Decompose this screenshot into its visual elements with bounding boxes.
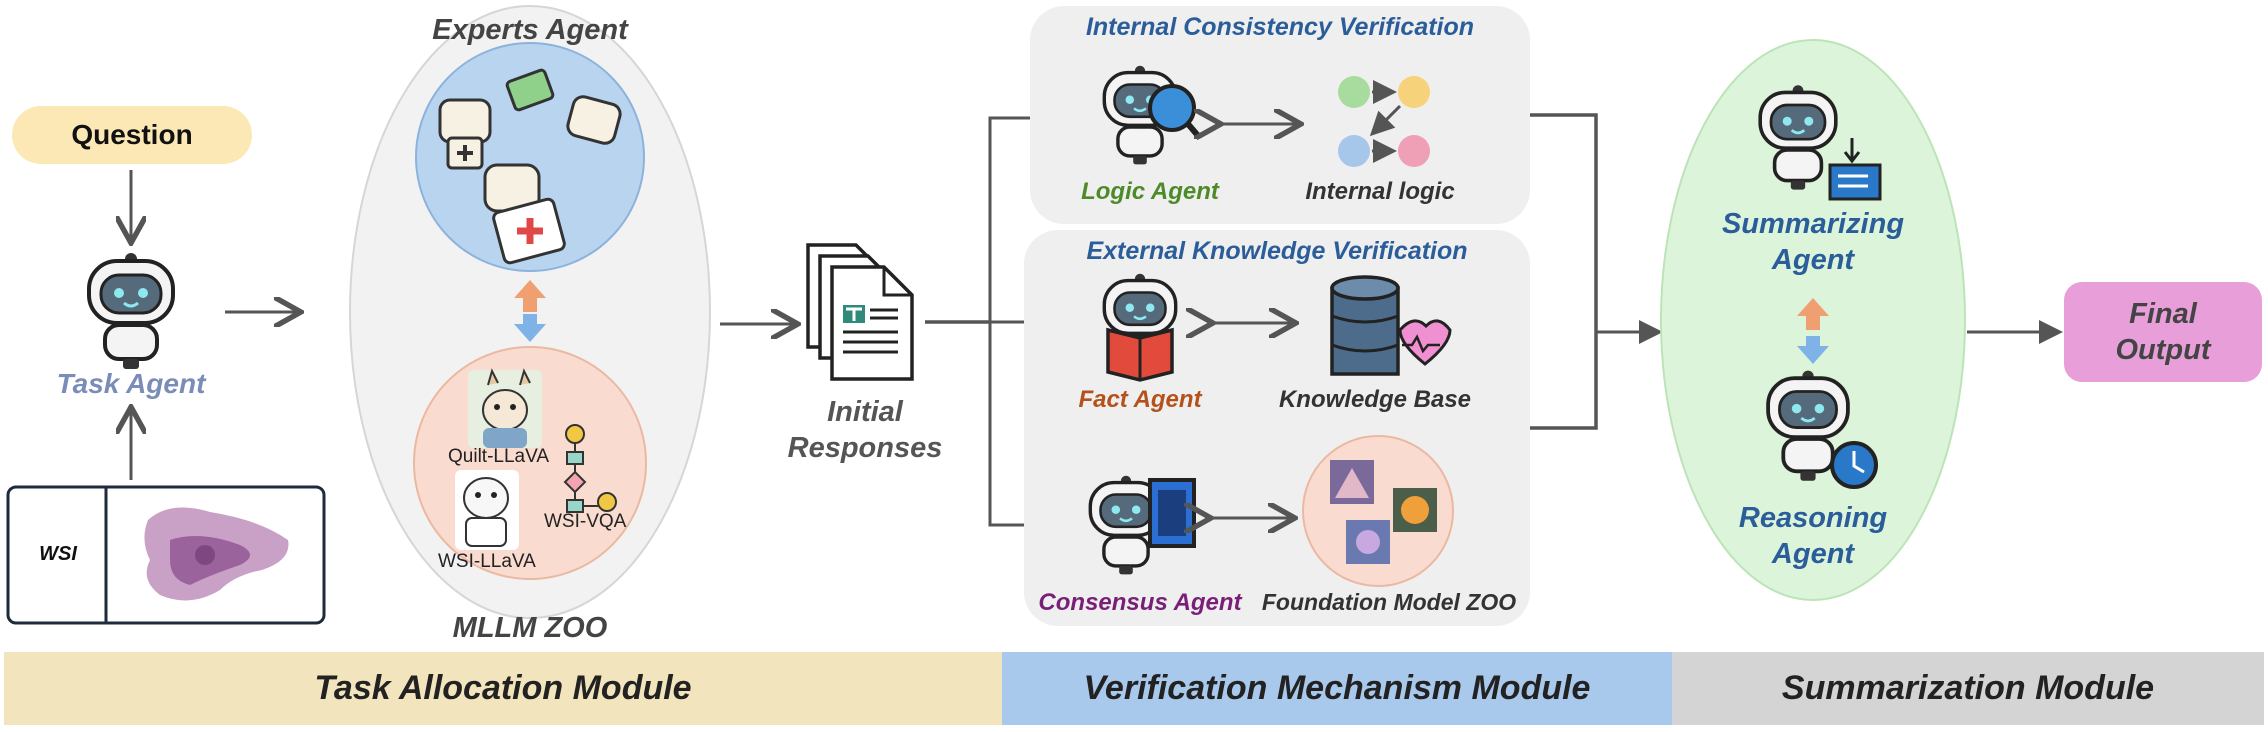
connector-verification-merge <box>1530 113 1598 430</box>
summarizing-agent-line2: Agent <box>1771 244 1855 276</box>
download-screen-icon <box>1828 138 1882 201</box>
knowledge-base-icon <box>1330 275 1452 376</box>
task-agent-label: Task Agent <box>56 368 206 399</box>
internal-logic-icon <box>1338 76 1430 167</box>
module-verification-mechanism: Verification Mechanism Module <box>1002 652 1672 725</box>
workflow-icon <box>563 424 617 513</box>
consensus-agent-label: Consensus Agent <box>1038 589 1242 616</box>
final-output-line2: Output <box>2115 334 2211 366</box>
exchange-arrows-icon <box>514 280 546 342</box>
foundation-model-zoo-label: Foundation Model ZOO <box>1261 589 1517 615</box>
wsi-tissue-image <box>144 507 289 601</box>
external-knowledge-panel <box>1024 230 1530 626</box>
reasoning-agent-line2: Agent <box>1771 538 1855 570</box>
llama-scientist-icon <box>455 470 519 550</box>
knowledge-base-label: Knowledge Base <box>1278 386 1472 413</box>
model-label-wsi-vqa: WSI-VQA <box>544 511 627 532</box>
summary-exchange-arrows-icon <box>1797 298 1829 364</box>
summarizing-agent-line1: Summarizing <box>1721 208 1905 240</box>
initial-responses-line2: Responses <box>787 432 943 464</box>
final-output-line1: Final <box>2129 298 2197 330</box>
llama-icon <box>468 368 542 448</box>
final-output-box <box>2064 282 2262 382</box>
module-summarization: Summarization Module <box>1672 652 2264 725</box>
clock-icon <box>1830 441 1878 489</box>
reasoning-agent-line1: Reasoning <box>1738 502 1888 534</box>
monitor-icon <box>1148 478 1196 548</box>
external-knowledge-title: External Knowledge Verification <box>1086 237 1468 265</box>
module-task-allocation: Task Allocation Module <box>4 652 1002 725</box>
internal-consistency-title: Internal Consistency Verification <box>1085 13 1475 41</box>
model-label-quilt-llava: Quilt-LLaVA <box>448 446 550 467</box>
experts-agent-title: Experts Agent <box>432 14 628 46</box>
question-pill: Question <box>12 106 252 164</box>
model-label-wsi-llava: WSI-LLaVA <box>438 551 536 572</box>
logic-agent-label: Logic Agent <box>1081 178 1219 205</box>
wsi-label: WSI <box>39 543 77 565</box>
task-agent-robot-icon <box>87 251 175 371</box>
internal-logic-label: Internal logic <box>1305 178 1455 205</box>
mllm-zoo-title: MLLM ZOO <box>452 612 608 644</box>
book-icon <box>1106 327 1174 382</box>
document-stack-icon <box>806 243 914 381</box>
foundation-model-images <box>1330 460 1437 564</box>
initial-responses-line1: Initial <box>827 396 903 428</box>
question-label: Question <box>71 119 193 150</box>
fact-agent-label: Fact Agent <box>1078 386 1202 413</box>
medical-robots-icon <box>438 68 622 265</box>
